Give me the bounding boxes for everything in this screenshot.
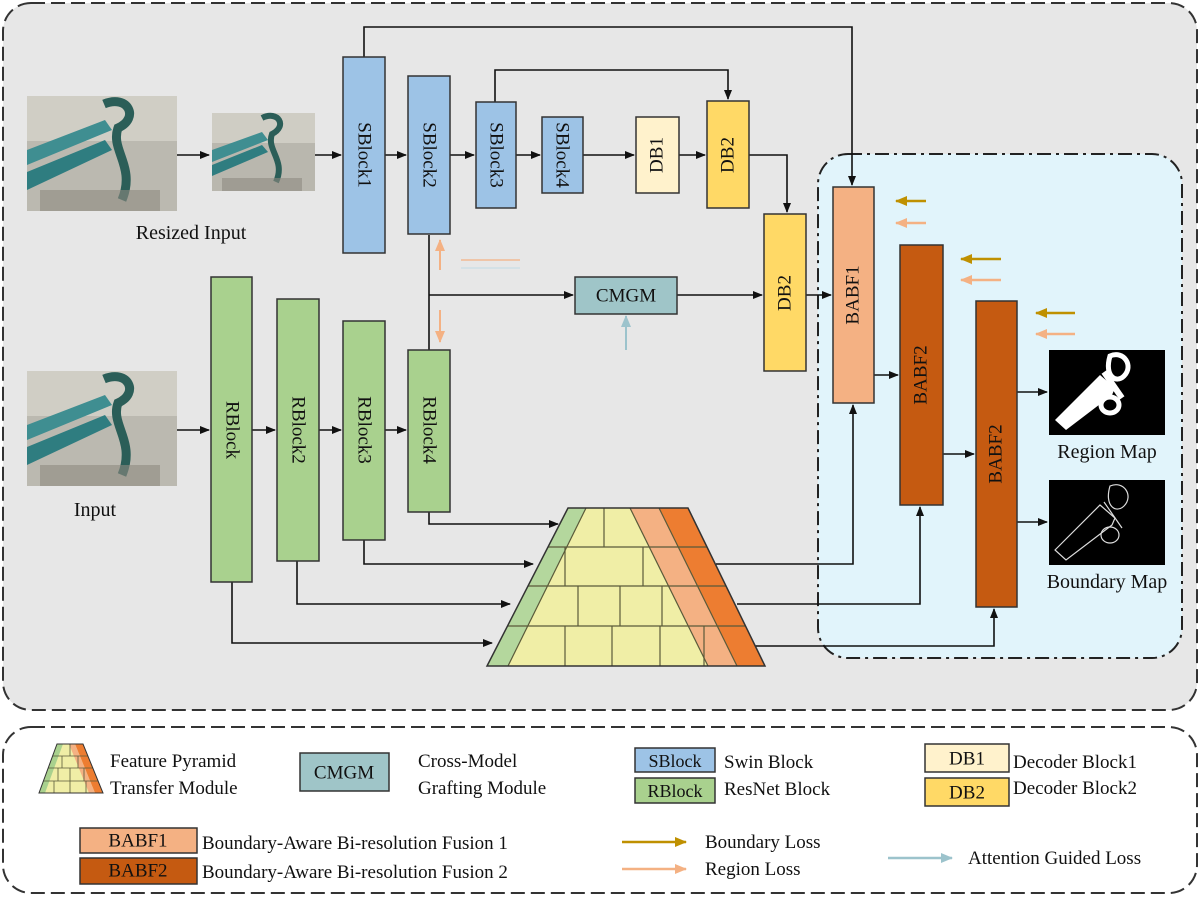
rblock3-label: RBlock3 [354,396,375,464]
resized-input-image [212,113,315,191]
legend-rblock-desc: ResNet Block [724,779,831,800]
babf2-a-label: BABF2 [911,345,932,404]
legend-fptm-line1: Feature Pyramid [110,751,237,772]
rblock3-box [342,320,386,541]
db2-top-box [706,100,750,209]
rblock4-label: RBlock4 [419,396,440,464]
legend-babf2-desc: Boundary-Aware Bi-resolution Fusion 2 [202,862,508,883]
legend-cmgm-box-label: CMGM [314,763,374,784]
rblock-box [210,276,253,583]
resized-input-label: Resized Input [136,222,247,244]
legend-cmgm-line2: Grafting Module [418,778,546,799]
legend-babf1-desc: Boundary-Aware Bi-resolution Fusion 1 [202,833,508,854]
sblock4-box [541,116,584,194]
legend-babf2-box-label: BABF2 [108,861,167,882]
cmgm-box [574,276,678,315]
rblock-label: RBlock [222,401,243,460]
rblock2-label: RBlock2 [288,396,309,464]
input-image-2 [27,371,177,486]
region-map-image [1049,350,1165,435]
db1-label: DB1 [647,137,668,173]
rblock4-box [407,349,451,513]
sblock1-label: SBlock1 [354,122,375,187]
legend-babf1-box-label: BABF1 [108,831,167,852]
legend-cmgm-box [299,752,390,792]
db2-mid-box [763,213,807,372]
legend-db2-desc: Decoder Block2 [1013,778,1137,799]
input-label: Input [74,499,117,521]
legend-attention-loss-label: Attention Guided Loss [968,848,1141,869]
db1-box [635,116,680,194]
boundary-map-label: Boundary Map [1047,571,1168,593]
input-image [27,96,177,211]
sblock1-box [342,56,386,254]
legend-rblock-box-label: RBlock [647,781,702,801]
connectors [177,26,1048,647]
legend-region-loss-label: Region Loss [705,859,801,880]
legend-db1-desc: Decoder Block1 [1013,752,1137,773]
sblock3-box [475,101,517,209]
babf2-a-box [899,244,944,506]
legend-babf1-box [79,827,198,854]
legend-db1-box-label: DB1 [949,749,985,770]
legend-rblock-box [634,777,716,804]
legend-babf2-box [79,857,198,885]
sblock2-box [407,75,451,235]
legend-boundary-loss-label: Boundary Loss [705,832,821,853]
babf1-box [832,186,875,404]
legend-cmgm-line1: Cross-Model [418,751,517,772]
legend-db2-box-label: DB2 [949,783,985,804]
legend-db2-box [924,777,1010,807]
legend-db1-box [924,743,1010,773]
legend-sblock-box-label: SBlock [648,751,701,771]
legend-sblock-box [634,747,716,773]
region-map-label: Region Map [1057,441,1156,463]
feature-pyramid [485,507,767,667]
rblock2-box [276,298,320,562]
db2-mid-label: DB2 [775,275,796,311]
sblock3-label: SBlock3 [486,122,507,187]
legend-sblock-desc: Swin Block [724,752,814,773]
sblock2-label: SBlock2 [419,122,440,187]
babf2-b-label: BABF2 [986,424,1007,483]
babf1-label: BABF1 [843,265,864,324]
babf2-b-box [975,300,1018,608]
sblock4-label: SBlock4 [552,122,573,188]
db2-top-label: DB2 [718,137,739,173]
cmgm-label: CMGM [596,286,656,307]
boundary-map-image [1049,480,1165,565]
legend-fptm-line2: Transfer Module [110,778,238,799]
